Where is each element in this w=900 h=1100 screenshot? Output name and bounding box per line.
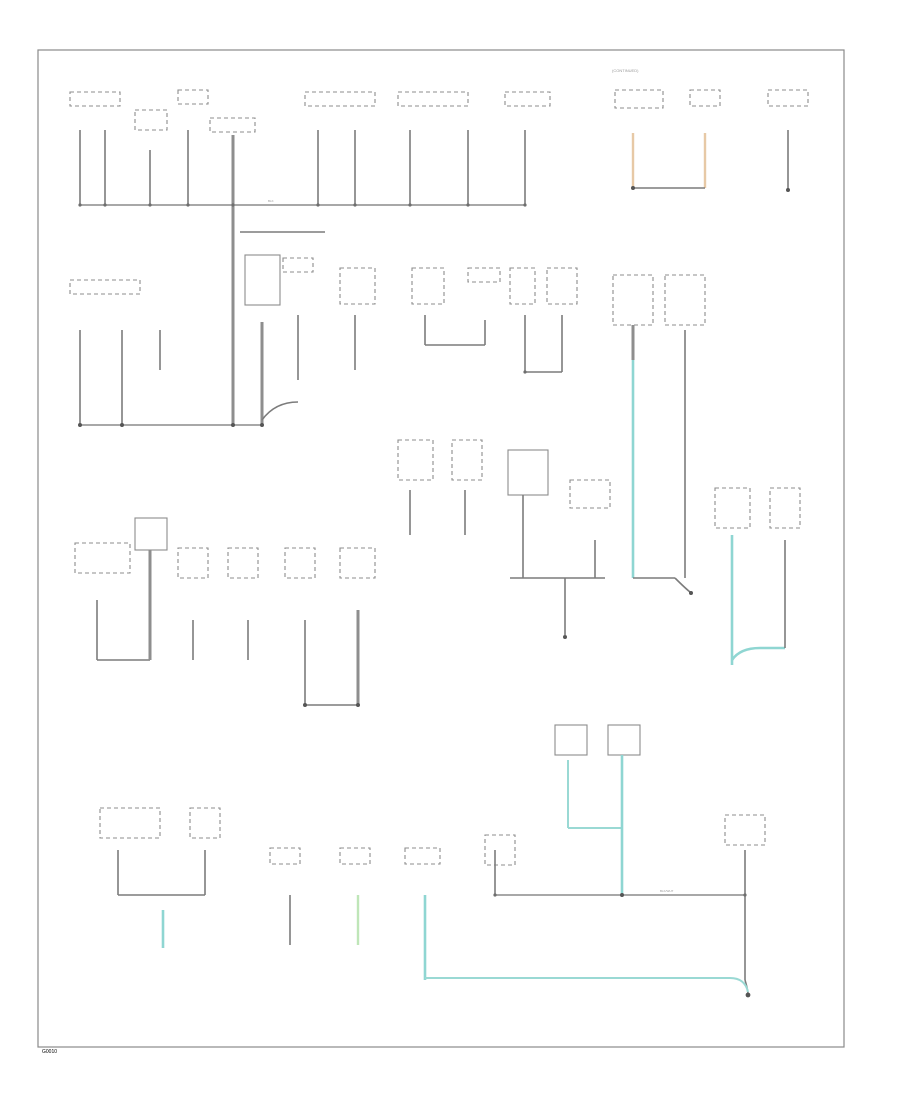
bus-label-top: BLK — [268, 199, 274, 203]
row1-nodes — [78, 203, 527, 207]
row4-wires — [117, 755, 751, 998]
bus-label-mid: BLK/WHT — [660, 889, 674, 893]
row1-components — [69, 89, 809, 133]
row2-nodes — [78, 370, 527, 427]
row4-components — [99, 724, 766, 866]
mid-column-components — [397, 439, 611, 509]
continued-note: (CONTINUED) — [612, 68, 639, 73]
row1-wires — [79, 130, 526, 425]
right-cyan-block — [631, 325, 801, 665]
row2-components — [69, 254, 706, 326]
row2-wires — [79, 315, 563, 426]
row3-wires — [96, 550, 360, 707]
row1-right-group — [631, 130, 790, 192]
diagram-frame — [37, 49, 845, 1048]
mid-column-wires — [409, 490, 605, 639]
footer-reference: G0010 — [42, 1049, 58, 1055]
row3-components — [74, 517, 376, 579]
